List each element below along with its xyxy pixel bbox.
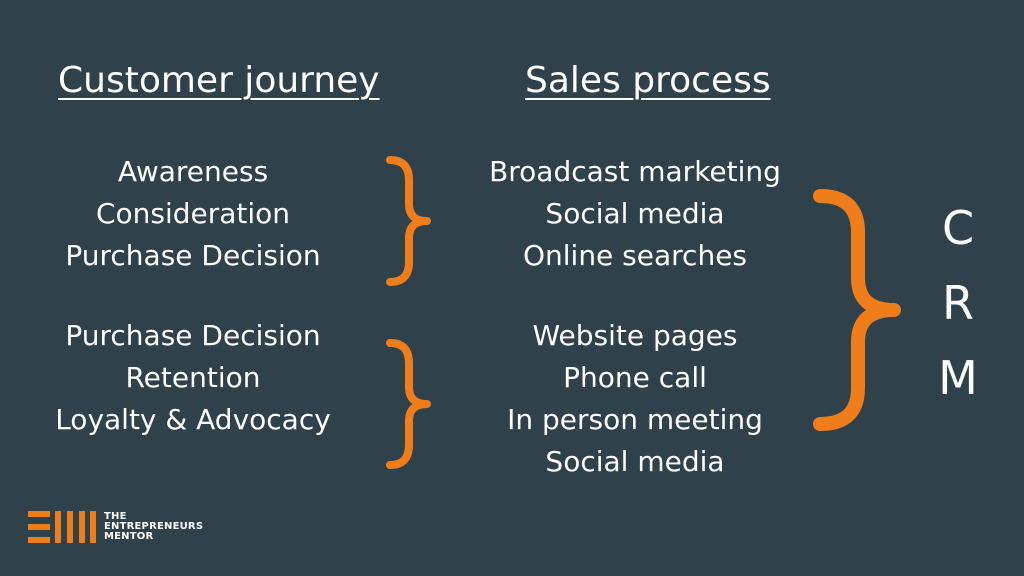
journey-stage: Retention — [125, 361, 261, 394]
journey-stage: Purchase Decision — [65, 239, 321, 272]
right-curly-brace-icon — [386, 339, 431, 469]
sales-channel: In person meeting — [507, 403, 763, 436]
customer-journey-group-1: Awareness Consideration Purchase Decisio… — [40, 151, 346, 277]
crm-letter: R — [942, 276, 974, 330]
sales-channel: Online searches — [522, 239, 748, 272]
journey-stage: Purchase Decision — [65, 319, 321, 352]
right-curly-brace-icon — [386, 156, 431, 286]
logo-line: THE — [104, 511, 127, 522]
entrepreneurs-mentor-logo: THE ENTREPRENEURS MENTOR — [28, 510, 203, 544]
logo-bars-icon — [28, 511, 96, 543]
customer-journey-group-2: Purchase Decision Retention Loyalty & Ad… — [40, 315, 346, 441]
crm-letter: M — [938, 351, 978, 405]
sales-channel: Social media — [545, 197, 725, 230]
sales-channel: Website pages — [532, 319, 738, 352]
sales-channel: Phone call — [563, 361, 707, 394]
customer-journey-heading: Customer journey — [58, 60, 380, 101]
sales-process-group-1: Broadcast marketing Social media Online … — [482, 151, 788, 277]
logo-wordmark: THE ENTREPRENEURS MENTOR — [104, 512, 203, 542]
logo-line: ENTREPRENEURS — [104, 521, 204, 532]
sales-channel: Broadcast marketing — [489, 155, 781, 188]
sales-channel: Social media — [545, 445, 725, 478]
journey-stage: Loyalty & Advocacy — [55, 403, 331, 436]
journey-stage: Consideration — [95, 197, 291, 230]
right-curly-brace-icon — [813, 189, 901, 431]
logo-line: MENTOR — [104, 531, 154, 542]
sales-process-heading: Sales process — [525, 60, 771, 101]
sales-process-group-2: Website pages Phone call In person meeti… — [482, 315, 788, 483]
crm-letter: C — [941, 201, 975, 255]
journey-stage: Awareness — [117, 155, 269, 188]
